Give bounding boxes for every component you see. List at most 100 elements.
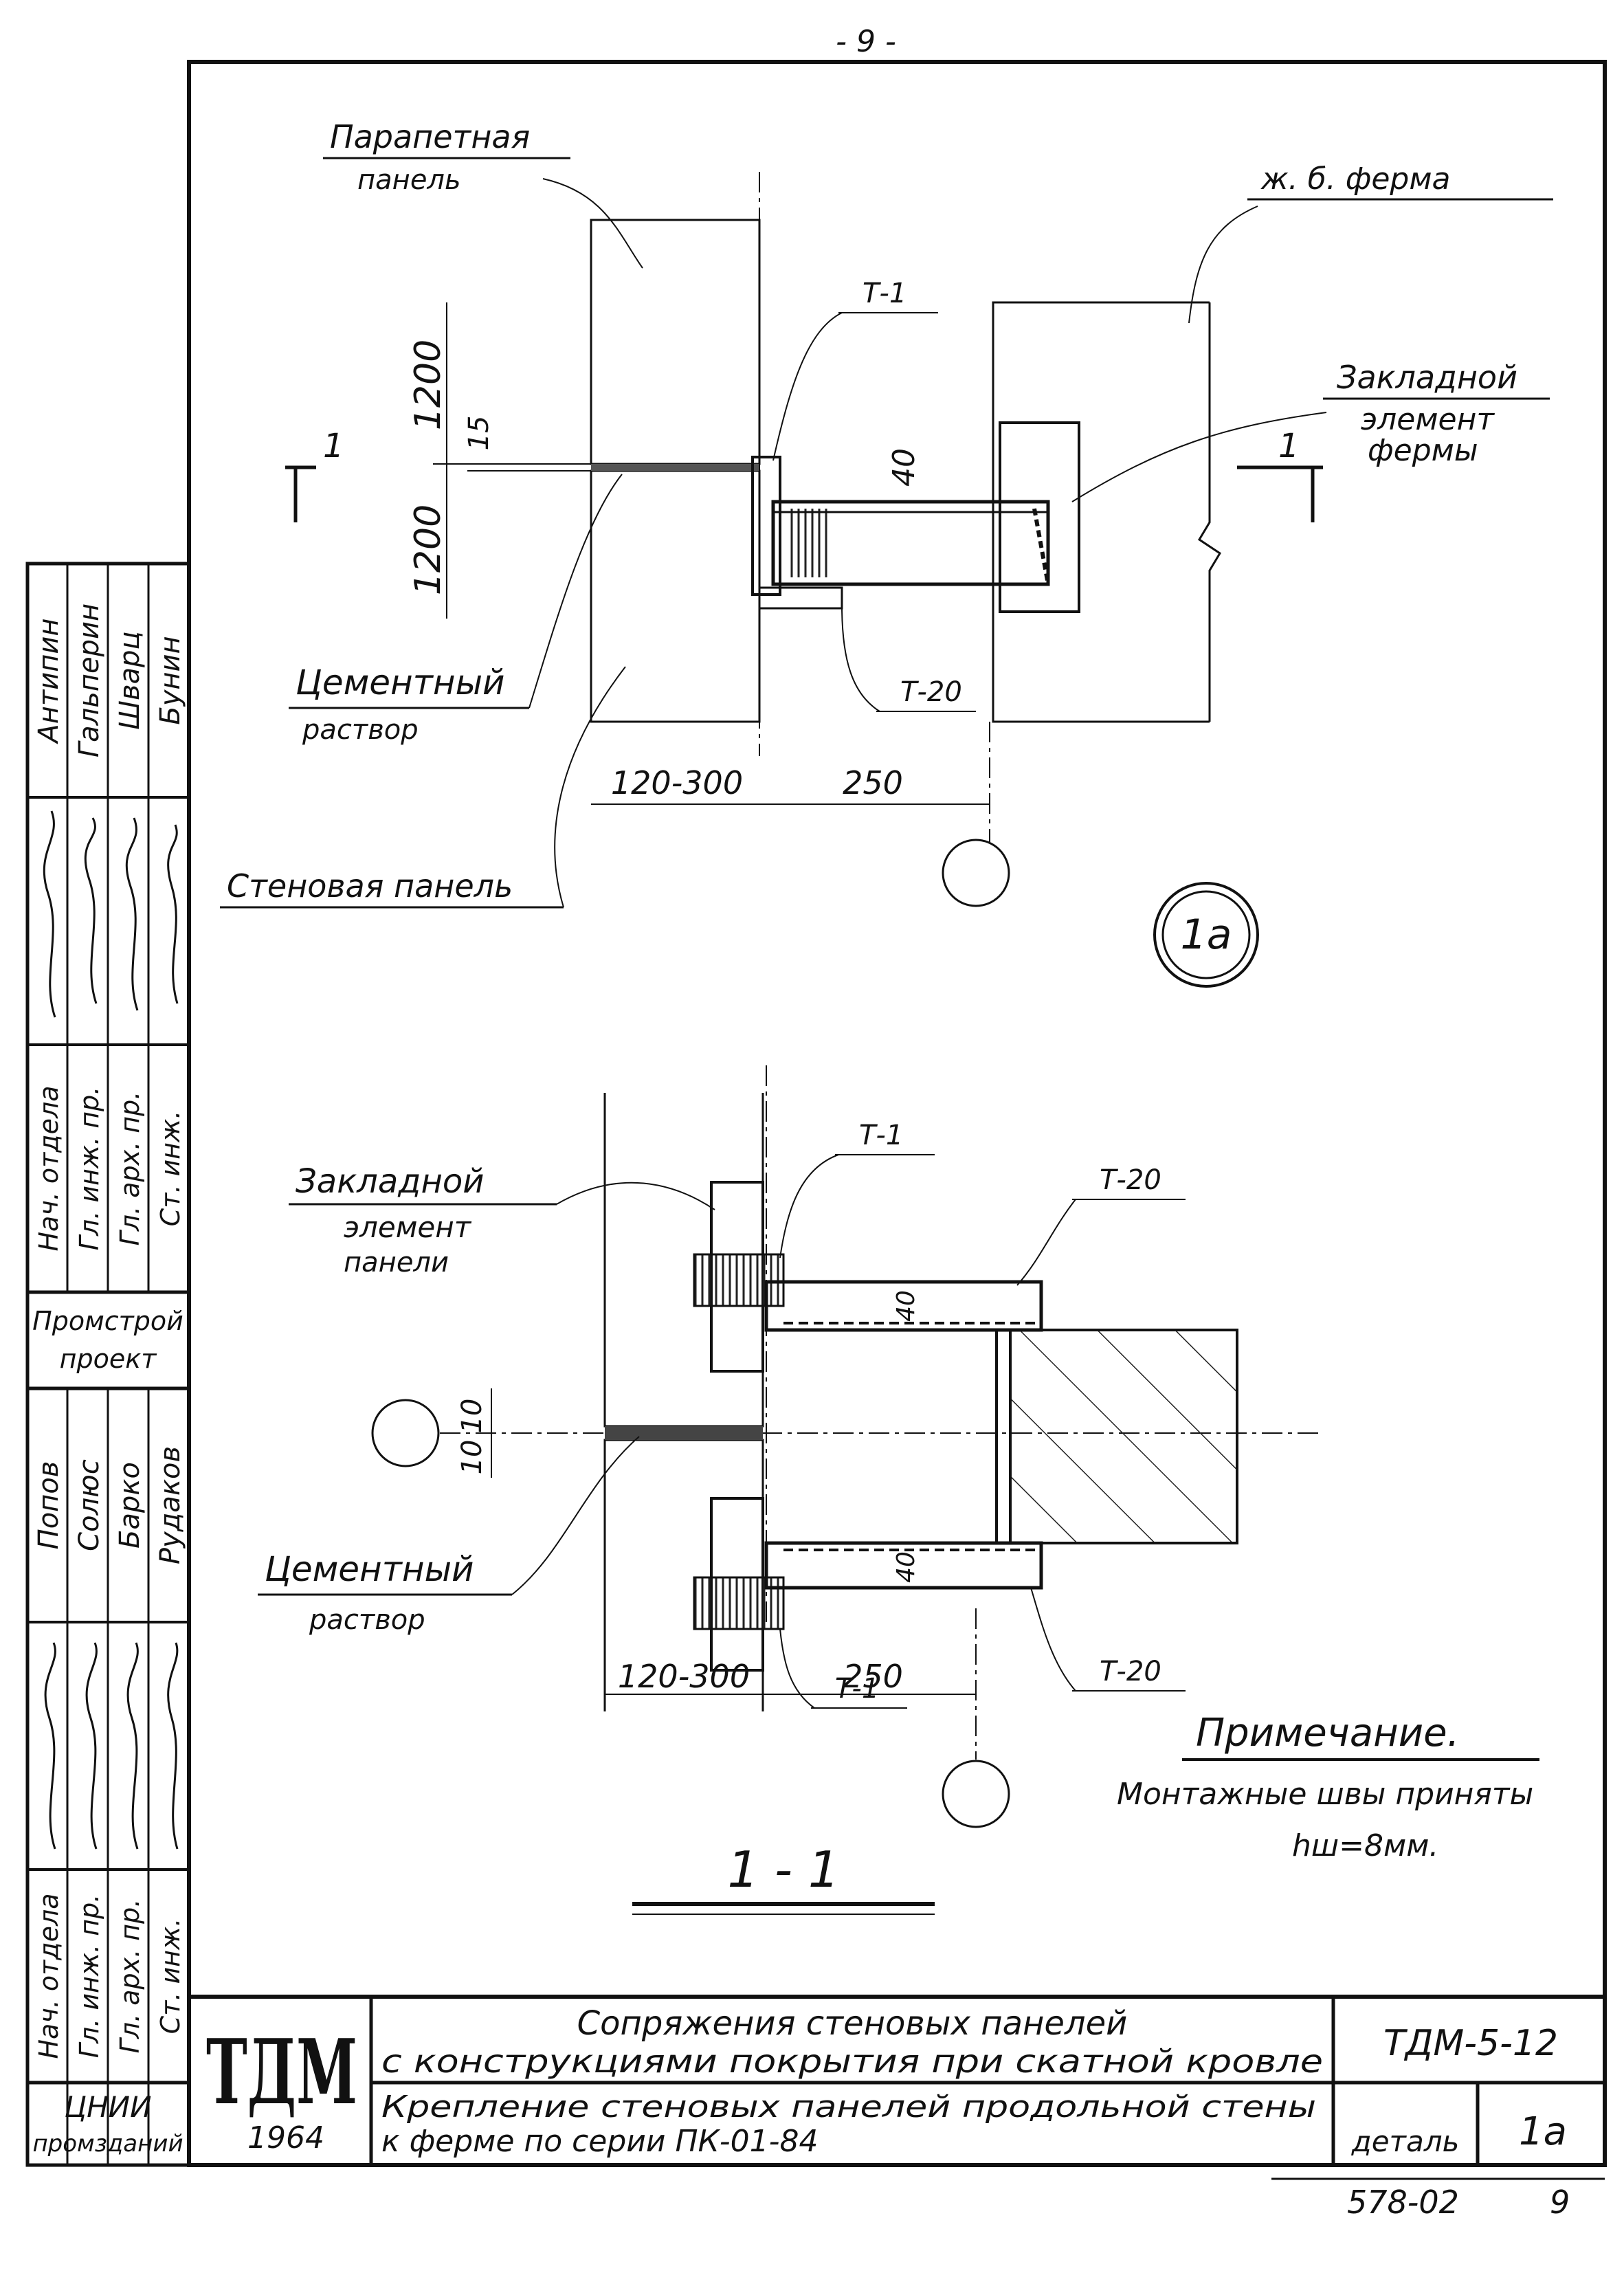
section-1-1: 10 10 40 40 120-300 250 Закладной элемен…	[258, 1065, 1320, 1915]
subtitle-line-2: к ферме по серии ПК-01-84	[381, 2124, 819, 2159]
dim-wall: 120-300	[618, 1658, 750, 1695]
dim-10-a: 10	[456, 1399, 488, 1434]
note: Примечание. Монтажные швы приняты hш=8мм…	[1117, 1711, 1539, 1863]
note-title: Примечание.	[1196, 1711, 1459, 1755]
section-mark-right	[1237, 465, 1323, 522]
signature	[167, 824, 179, 1004]
mortar-joint	[605, 1426, 763, 1440]
label-embedded-truss-3: фермы	[1368, 433, 1478, 468]
angle-t20-top	[764, 1280, 1043, 1332]
signature	[84, 817, 98, 1004]
leader-embedded-truss	[1071, 412, 1327, 502]
axis-bubble-left	[371, 1399, 440, 1467]
truss-chord	[1009, 1329, 1238, 1544]
signature	[126, 1642, 139, 1850]
sheet-number: 9	[1550, 2184, 1570, 2221]
label-truss: ж. б. ферма	[1260, 162, 1451, 197]
stamp-lower-name-3: Барко	[114, 1462, 146, 1549]
title-line-1: Сопряжения стеновых панелей	[577, 2004, 1128, 2043]
leader-embedded-panel	[556, 1182, 715, 1210]
angle-t20-bottom	[764, 1541, 1043, 1590]
section-mark-left	[285, 465, 316, 522]
stamp-lower-role-1: Нач. отдела	[34, 1893, 64, 2059]
dim-40: 40	[887, 448, 922, 487]
leader-t20	[841, 604, 880, 712]
drawing-code: ТДМ-5-12	[1383, 2023, 1558, 2064]
label-embedded-panel-2: элемент	[344, 1210, 472, 1244]
truss-embedded-plate	[999, 421, 1080, 613]
detail-id: 1а	[1181, 911, 1232, 959]
label-t1-top: Т-1	[859, 1120, 903, 1151]
dim-250: 250	[843, 764, 903, 801]
break-line	[1197, 302, 1222, 722]
detail-id-bubble	[1153, 882, 1259, 988]
year: 1964	[247, 2120, 324, 2155]
dim-1200-top: 1200	[408, 340, 449, 430]
dim-15: 15	[463, 416, 495, 451]
leader-cement-mortar	[529, 474, 623, 709]
label-wall-panel: Стеновая панель	[227, 867, 513, 905]
plate	[758, 586, 843, 610]
signature	[44, 1642, 56, 1850]
label-t20-bottom: Т-20	[1100, 1656, 1161, 1687]
stamp-upper-name-4: Бунин	[155, 636, 186, 724]
stamp-upper-name-1: Антипин	[33, 618, 65, 744]
signature	[43, 810, 56, 1018]
stamp-lower-role-2: Гл. инж. пр.	[74, 1894, 104, 2059]
detail-label: деталь	[1351, 2125, 1460, 2158]
label-embedded-truss-2: элемент	[1361, 402, 1495, 437]
stamp-upper-role-2: Гл. инж. пр.	[74, 1087, 104, 1251]
signature	[125, 817, 139, 1011]
stamp-upper-role-4: Ст. инж.	[155, 1111, 186, 1227]
angle-t1	[751, 456, 781, 596]
stamp-lower-name-4: Рудаков	[155, 1446, 186, 1564]
stamp-upper-name-3: Шварц	[114, 631, 146, 729]
stamp-upper-org-2: проект	[60, 1344, 158, 1374]
leader-parapet	[542, 178, 643, 269]
side-stamp: Антипин Гальперин Шварц Бунин Нач. отдел…	[25, 562, 191, 2167]
label-embedded-panel-1: Закладной	[296, 1162, 484, 1201]
label-embedded-panel-3: панели	[344, 1247, 449, 1278]
label-t1-bottom: Т-1	[835, 1673, 879, 1705]
stamp-upper-name-2: Гальперин	[74, 603, 105, 757]
leader-cement-mortar	[511, 1436, 640, 1595]
title-line-2: с конструкциями покрытия при скатной кро…	[381, 2043, 1323, 2080]
section-mark-right-label: 1	[1278, 427, 1300, 465]
dim-1200-bottom: 1200	[408, 505, 449, 595]
leader-wall-panel	[554, 666, 626, 908]
axis-bubble-bottom	[942, 1760, 1010, 1828]
mortar-joint	[591, 464, 759, 471]
label-cement-mortar-1: Цементный	[265, 1549, 474, 1589]
parapet-panel	[590, 219, 761, 465]
dim-250: 250	[843, 1658, 903, 1695]
label-t1: Т-1	[863, 278, 906, 309]
section-mark-left-label: 1	[323, 427, 344, 465]
bolt-block	[693, 1576, 785, 1630]
dim-40-b: 40	[892, 1551, 920, 1583]
label-embedded-truss-1: Закладной	[1337, 359, 1517, 396]
stamp-lower-name-1: Попов	[33, 1461, 65, 1550]
stamp-upper-role-3: Гл. арх. пр.	[115, 1091, 145, 1246]
leader-t1-bottom	[779, 1628, 815, 1709]
stamp-lower-role-4: Ст. инж.	[155, 1918, 186, 2034]
sheet-code: 578-02	[1347, 2184, 1459, 2221]
logo: ТДМ	[206, 2019, 357, 2125]
label-parapet-panel: Парапетная	[330, 118, 530, 155]
signature	[167, 1642, 179, 1850]
wall-panel	[590, 469, 761, 723]
label-parapet-panel-2: панель	[357, 164, 461, 196]
leader-t1	[772, 312, 843, 461]
angle-hatch	[787, 509, 828, 577]
note-text: Монтажные швы приняты	[1117, 1777, 1533, 1812]
label-t20-top: Т-20	[1100, 1164, 1161, 1196]
signature	[85, 1642, 98, 1850]
axis-bubble	[942, 839, 1010, 907]
weld-mark	[1032, 508, 1050, 585]
page-number: - 9 -	[836, 24, 896, 59]
leader-truss	[1188, 206, 1258, 324]
title-block: ТДМ 1964 Сопряжения стеновых панелей с к…	[189, 1995, 1605, 2221]
dim-wall: 120-300	[611, 764, 743, 801]
leader-t20-top	[1016, 1199, 1076, 1286]
section-title: 1 - 1	[727, 1841, 839, 1898]
